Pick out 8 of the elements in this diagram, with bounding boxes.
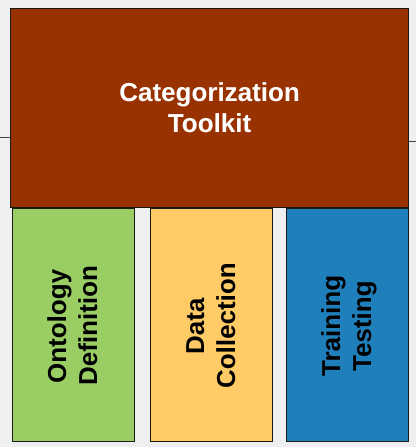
node-label: Training Testing [316, 273, 378, 378]
category-box [10, 8, 409, 208]
pillar-box [150, 208, 273, 442]
node-label: Data Collection [180, 261, 242, 390]
pillar-box [12, 208, 135, 442]
node-label: Ontology Definition [42, 264, 104, 387]
pillar-box [286, 208, 409, 442]
node-label: Categorization Toolkit [118, 76, 301, 140]
